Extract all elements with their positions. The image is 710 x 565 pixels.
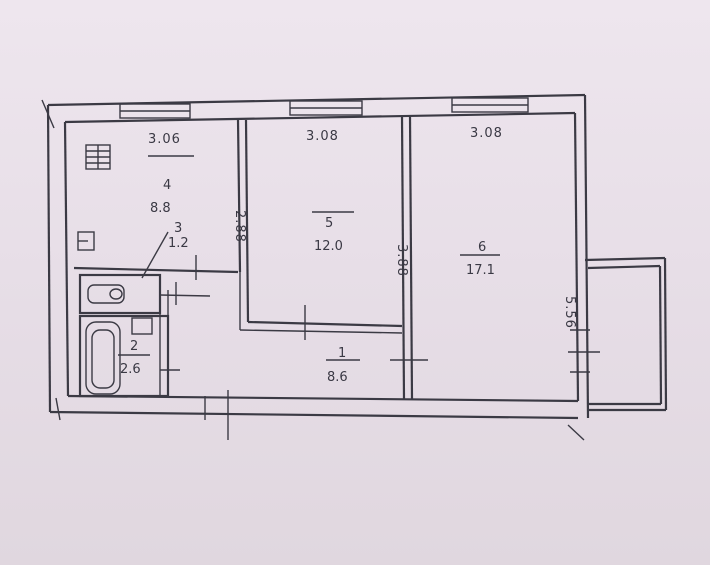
room-2-area: 2.6 xyxy=(120,362,141,377)
room-3-number: 3 xyxy=(174,221,182,236)
bathtub-icon xyxy=(85,321,121,395)
balcony xyxy=(570,256,668,412)
room-6-number: 6 xyxy=(478,240,486,255)
room6-width-dimension: 3.08 xyxy=(470,126,503,141)
washbasin-icon xyxy=(131,317,153,335)
room6-depth-dimension: 5.56 xyxy=(562,296,577,329)
toilet-icon xyxy=(87,284,125,304)
room-4-number: 4 xyxy=(163,178,171,193)
outer-walls xyxy=(41,93,590,441)
room-2-number: 2 xyxy=(130,339,138,354)
room-1-number: 1 xyxy=(338,346,346,361)
room-6-area: 17.1 xyxy=(466,263,495,278)
room-1-area: 8.6 xyxy=(327,370,348,385)
room5-depth-dimension: 3.88 xyxy=(394,244,409,277)
windows xyxy=(119,97,529,119)
room-5-area: 12.0 xyxy=(314,239,343,254)
stove-icon xyxy=(85,144,111,170)
kitchen-sink-icon xyxy=(77,231,95,251)
kitchen-width-dimension: 3.06 xyxy=(148,132,181,147)
kitchen-depth-dimension: 2.88 xyxy=(232,210,247,243)
room-3-leader xyxy=(141,231,169,279)
room-5-number: 5 xyxy=(325,216,333,231)
room-4-area: 8.8 xyxy=(150,201,171,216)
room5-width-dimension: 3.08 xyxy=(306,129,339,144)
room-3-area: 1.2 xyxy=(168,236,189,251)
interior-walls xyxy=(73,115,600,440)
